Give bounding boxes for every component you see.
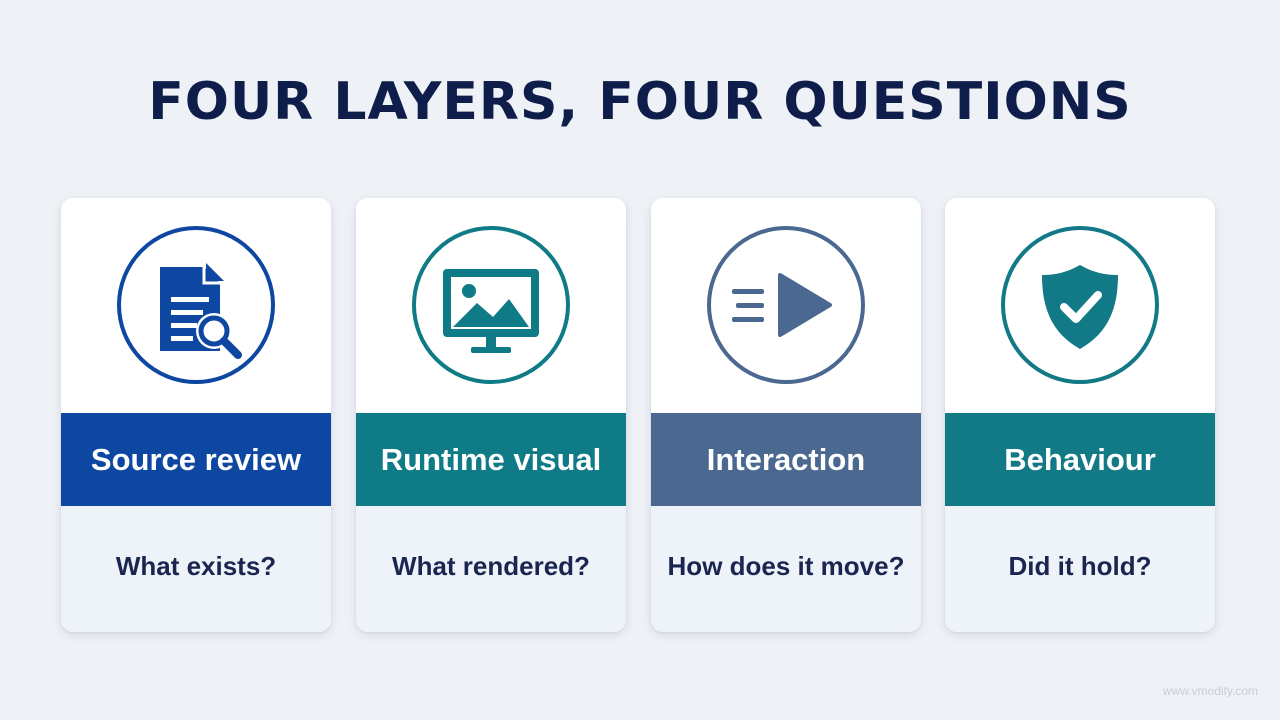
page-title: FOUR LAYERS, FOUR QUESTIONS [148, 72, 1132, 132]
card-source-review: Source review What exists? [61, 198, 331, 632]
motion-play-icon [706, 225, 866, 385]
card-question: What exists? [61, 506, 331, 632]
card-label: Behaviour [945, 413, 1215, 506]
card-question: How does it move? [651, 506, 921, 632]
layer-cards: Source review What exists? Run [61, 198, 1215, 632]
watermark: www.vmodify.com [1162, 684, 1258, 698]
card-label: Source review [61, 413, 331, 506]
card-label: Interaction [651, 413, 921, 506]
monitor-image-icon [411, 225, 571, 385]
card-icon-area [651, 198, 921, 413]
card-runtime-visual: Runtime visual What rendered? [356, 198, 626, 632]
document-search-icon [116, 225, 276, 385]
shield-check-icon [1000, 225, 1160, 385]
card-icon-area [945, 198, 1215, 413]
card-icon-area [356, 198, 626, 413]
card-question: What rendered? [356, 506, 626, 632]
card-icon-area [61, 198, 331, 413]
card-question: Did it hold? [945, 506, 1215, 632]
card-behaviour: Behaviour Did it hold? [945, 198, 1215, 632]
card-interaction: Interaction How does it move? [651, 198, 921, 632]
card-label: Runtime visual [356, 413, 626, 506]
